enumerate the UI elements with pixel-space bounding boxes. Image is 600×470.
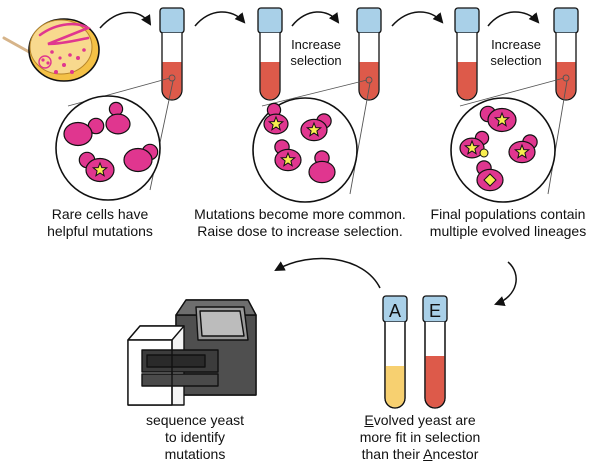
caption-evolved-yeast: Evolved yeast are more fit in selection … (359, 412, 481, 462)
magnified-culture-circle (55, 95, 161, 201)
step-label-increase-2: Increase (491, 37, 541, 52)
yeast-cell-icon (300, 113, 332, 142)
zoom-lines (67, 74, 570, 195)
yeast-cell-icon (123, 143, 159, 173)
mutation-star-icon (305, 121, 323, 137)
curved-arrow-icon (487, 11, 540, 27)
curved-arrow-icon (99, 11, 152, 29)
caption-rare-cells: Rare cells have helpful mutations (47, 206, 153, 239)
yeast-cell-icon (308, 150, 336, 184)
yeast-cell-icon (274, 139, 302, 172)
yeast-cell-icon (63, 117, 105, 147)
mutation-star-icon (463, 139, 481, 155)
yeast-cell-icon (78, 151, 115, 183)
magnified-cultures (55, 95, 556, 203)
step-label-increase-1: Increase (291, 37, 341, 52)
curved-arrow-icon (291, 11, 340, 27)
magnified-culture-circle (252, 97, 358, 203)
curved-arrow-icon (194, 11, 246, 27)
culture-tube-row (159, 7, 579, 101)
culture-tube-icon (257, 7, 283, 101)
curved-arrow-icon (494, 261, 517, 307)
mutation-star-icon (279, 151, 297, 167)
step-label-increase-1: selection (290, 53, 341, 68)
magnified-culture-circle (450, 97, 556, 203)
curved-arrow-icon (391, 11, 444, 27)
yeast-cell-icon (263, 102, 289, 135)
yeast-cell-icon (508, 134, 538, 164)
ancestor-tube-label: A (389, 301, 401, 321)
evolved-tube: E (422, 295, 448, 409)
caption-sequence-yeast: sequence yeast to identify mutations (145, 412, 245, 462)
dna-sequencer-icon (127, 299, 257, 406)
culture-tube-icon (159, 7, 185, 101)
ancestor-tube: A (382, 295, 408, 409)
mutation-star-icon (91, 161, 109, 177)
caption-mutations-common: Mutations become more common. Raise dose… (194, 206, 406, 239)
caption-final-populations: Final populations contain multiple evolv… (429, 206, 587, 239)
mutation-dot-icon (479, 148, 489, 158)
mutation-star-icon (493, 111, 511, 127)
mutation-star-icon (267, 115, 285, 131)
yeast-cell-icon (459, 130, 490, 159)
yeast-cell-icon (476, 160, 504, 192)
culture-tube-icon (454, 7, 480, 101)
evolved-tube-label: E (429, 301, 441, 321)
yeast-cell-icon (105, 101, 131, 135)
petri-dish-icon (2, 18, 100, 82)
mutation-star-icon (513, 143, 531, 159)
yeast-cell-icon (479, 105, 517, 133)
mutation-diamond-icon (483, 173, 497, 187)
curved-arrow-icon (274, 257, 381, 289)
culture-tube-icon (356, 7, 382, 101)
step-label-increase-2: selection (490, 53, 541, 68)
